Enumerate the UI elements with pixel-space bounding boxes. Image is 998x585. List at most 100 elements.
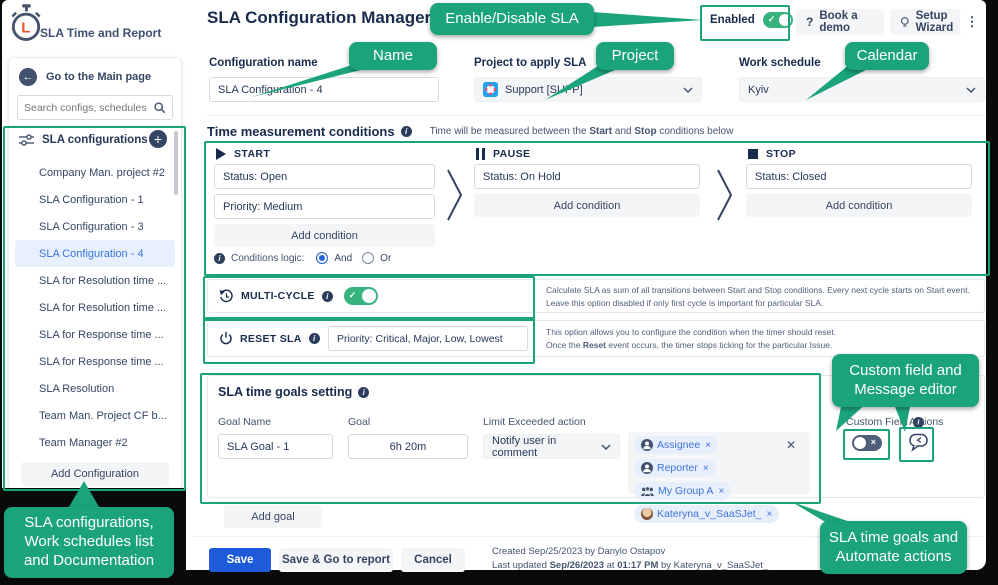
close-icon[interactable]: × [766, 508, 773, 520]
actions-col-label: Actions [909, 416, 944, 428]
sidebar-item[interactable]: Team Man. Project CF b... [39, 409, 167, 422]
save-button[interactable]: Save [209, 548, 271, 572]
callout-goals: SLA time goals and Automate actions [820, 521, 967, 574]
add-goal-button[interactable]: Add goal [224, 505, 322, 528]
sidebar-item[interactable]: SLA for Response time ... [39, 328, 164, 341]
sidebar-item[interactable]: SLA Resolution [39, 382, 115, 395]
close-icon: × [870, 436, 876, 447]
condition-stop-1[interactable]: Status: Closed [746, 164, 972, 189]
sidebar-item-selected[interactable]: SLA Configuration - 4 [15, 240, 175, 267]
search-input[interactable] [18, 101, 153, 114]
sidebar-item[interactable]: SLA for Resolution time ... [39, 301, 167, 314]
book-demo-button[interactable]: ? Book a demo [796, 9, 884, 35]
close-icon[interactable]: × [718, 485, 725, 497]
goal-name-input[interactable] [218, 434, 333, 459]
sidebar-item[interactable]: Team Manager #2 [39, 436, 128, 449]
add-configuration-button[interactable]: Add Configuration [21, 462, 169, 486]
project-select[interactable]: Support [SUPP] [474, 77, 702, 102]
group-chip[interactable]: My Group A× [634, 482, 732, 500]
info-icon[interactable]: i [214, 252, 225, 264]
divider [192, 536, 985, 537]
custom-field-toggle[interactable]: × [852, 435, 882, 451]
logo-text: SLA Time and Report [40, 26, 162, 40]
callout-custom-field: Custom field and Message editor [832, 354, 979, 407]
info-icon[interactable]: i [321, 290, 333, 302]
back-arrow-icon: ← [19, 68, 37, 86]
pause-icon [476, 148, 485, 160]
info-icon[interactable]: i [912, 416, 924, 428]
conditions-logic-row: i Conditions logic: And Or [214, 252, 391, 264]
close-icon[interactable]: × [705, 439, 712, 451]
message-editor-icon[interactable] [909, 433, 929, 452]
config-name-input[interactable] [209, 77, 439, 102]
search-box [17, 95, 173, 120]
add-condition-stop-button[interactable]: Add condition [746, 194, 972, 217]
kebab-menu-button[interactable]: ⋮ [960, 9, 984, 35]
chevron-down-icon [966, 86, 976, 93]
condition-start-2[interactable]: Priority: Medium [214, 194, 435, 219]
sidebar-item[interactable]: SLA for Response time ... [39, 355, 164, 368]
goal-name-col-label: Goal Name [218, 416, 272, 428]
lightbulb-icon [900, 17, 909, 27]
group-icon [641, 485, 654, 497]
sidebar-item[interactable]: SLA Configuration - 1 [39, 193, 144, 206]
app-window: L SLA Time and Report SLA Configuration … [2, 0, 986, 572]
clear-users-icon[interactable]: ✕ [786, 438, 797, 452]
notify-users-chips-area[interactable]: Assignee× Reporter× My Group A× [628, 432, 810, 523]
sidebar-item[interactable]: SLA Configuration - 3 [39, 220, 144, 233]
logic-or-radio[interactable] [362, 252, 375, 264]
created-line: Created Sep/25/2023 by Danylo Ostapov [492, 546, 666, 557]
search-icon[interactable] [153, 101, 166, 114]
sidebar-item[interactable]: Company Man. project #2 [39, 166, 165, 179]
app-logo: L SLA Time and Report [10, 4, 165, 44]
reset-sla-condition-input[interactable] [328, 326, 528, 351]
user-chip[interactable]: Assignee× [634, 436, 719, 454]
user-chip[interactable]: Kateryna_v_SaaSJet_× [634, 505, 780, 523]
logic-and-label: And [334, 252, 353, 264]
limit-exceeded-action-select[interactable]: Notify user in comment [483, 434, 620, 459]
save-go-report-button[interactable]: Save & Go to report [279, 548, 393, 572]
back-to-main-link[interactable]: ← Go to the Main page [19, 68, 151, 86]
callout-enable-disable: Enable/Disable SLA [430, 3, 594, 35]
person-icon [641, 462, 653, 474]
configs-group-header: SLA configurations [19, 133, 148, 147]
callout-sidebar: SLA configurations, Work schedules list … [4, 507, 174, 578]
sidebar-item[interactable]: SLA for Resolution time ... [39, 274, 167, 287]
play-icon [216, 148, 226, 160]
multi-cycle-toggle[interactable]: ✓ [343, 287, 378, 305]
multi-cycle-description: Calculate SLA as sum of all transitions … [546, 285, 970, 308]
close-icon[interactable]: × [702, 462, 709, 474]
sla-enabled-toggle[interactable]: ✓ [762, 12, 793, 28]
divider [207, 115, 985, 116]
sliders-icon [19, 134, 34, 146]
configs-group-label: SLA configurations [42, 134, 148, 146]
condition-pause-1[interactable]: Status: On Hold [474, 164, 700, 189]
goal-duration-input[interactable] [348, 434, 468, 459]
setup-wizard-label: Setup Wizard [915, 10, 954, 34]
toggle-knob [778, 14, 791, 26]
schedule-select[interactable]: Kyiv [739, 77, 985, 102]
chevron-separator-icon [447, 169, 463, 221]
toggle-knob [854, 437, 866, 449]
info-icon[interactable]: i [400, 126, 412, 137]
sidebar-panel: ← Go to the Main page SLA configurations… [8, 57, 182, 490]
project-value: Support [SUPP] [505, 83, 583, 96]
add-configuration-plus-button[interactable]: + [149, 130, 167, 148]
conditions-title-row: Time measurement conditions i Time will … [207, 124, 733, 139]
info-icon[interactable]: i [308, 333, 320, 344]
condition-start-1[interactable]: Status: Open [214, 164, 435, 189]
sidebar-scrollbar[interactable] [174, 131, 178, 195]
goals-section: SLA time goals setting i Goal Name Goal … [207, 375, 985, 523]
logic-and-radio[interactable] [316, 252, 329, 264]
user-chip[interactable]: Reporter× [634, 459, 716, 477]
info-icon[interactable]: i [358, 386, 370, 398]
updated-line: Last updated Sep/26/2023 at 01:17 PM by … [492, 559, 769, 571]
chevron-down-icon [683, 86, 693, 93]
cancel-button[interactable]: Cancel [401, 548, 465, 572]
add-condition-start-button[interactable]: Add condition [214, 224, 435, 247]
enabled-toggle-group: Enabled ✓ [710, 12, 793, 28]
check-icon: ✓ [767, 13, 776, 24]
check-icon: ✓ [348, 289, 357, 300]
add-condition-pause-button[interactable]: Add condition [474, 194, 700, 217]
